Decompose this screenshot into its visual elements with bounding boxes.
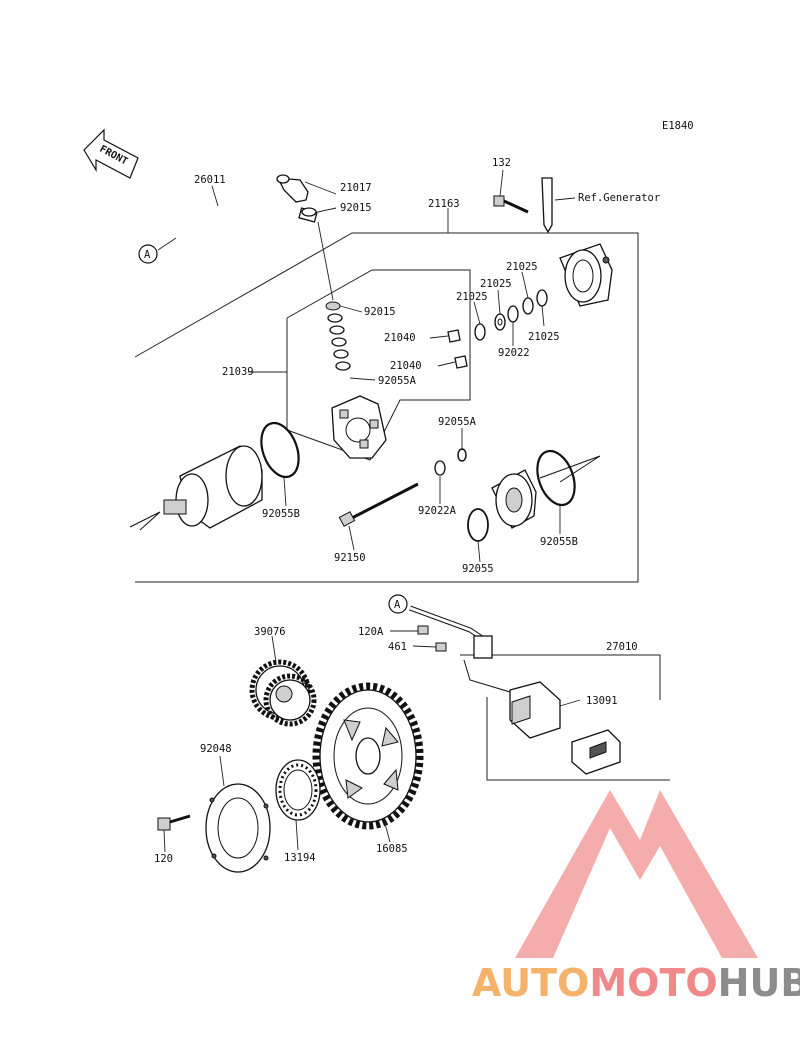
idle-gear bbox=[249, 659, 317, 727]
brushes bbox=[447, 329, 468, 369]
motor-yoke bbox=[129, 445, 263, 531]
callout-92055: 92055 bbox=[462, 563, 494, 575]
logo-auto: AUTO bbox=[472, 961, 589, 1005]
callout-labels: 26011 21017 92015 21163 132 92015 21025 … bbox=[154, 157, 638, 865]
callout-27010: 27010 bbox=[606, 641, 638, 653]
callout-21163: 21163 bbox=[428, 198, 460, 210]
starter-motor-frame bbox=[134, 232, 639, 583]
washer-92022a bbox=[434, 460, 446, 476]
callout-13091: 13091 bbox=[586, 695, 618, 707]
mounting-bolt bbox=[493, 195, 529, 214]
callout-92055B-left: 92055B bbox=[262, 508, 300, 520]
shim-washers bbox=[474, 289, 548, 341]
o-ring-92055 bbox=[467, 508, 489, 542]
starter-clutch-gear bbox=[312, 682, 424, 830]
callout-92055B-right: 92055B bbox=[540, 536, 578, 548]
callout-120A: 120A bbox=[358, 626, 384, 638]
callout-21025-c: 21025 bbox=[456, 291, 488, 303]
callout-92022A: 92022A bbox=[418, 505, 457, 517]
callout-21025-d: 21025 bbox=[528, 331, 560, 343]
callout-132: 132 bbox=[492, 157, 511, 169]
one-way-clutch bbox=[275, 759, 321, 821]
through-bolt bbox=[338, 482, 419, 527]
callout-92015-top: 92015 bbox=[340, 202, 372, 214]
starter-relay bbox=[463, 659, 561, 739]
clutch-flange bbox=[205, 783, 271, 873]
callout-92015-stack: 92015 bbox=[364, 306, 396, 318]
callout-21025-b: 21025 bbox=[480, 278, 512, 290]
connector-a-label-lower: A bbox=[394, 599, 401, 611]
callout-92150: 92150 bbox=[334, 552, 366, 564]
brush-holder bbox=[331, 395, 387, 459]
callout-92022: 92022 bbox=[498, 347, 530, 359]
ref-generator-text: Ref.Generator bbox=[578, 192, 660, 204]
terminal-cap bbox=[276, 174, 317, 217]
o-ring-right bbox=[536, 449, 576, 507]
relay-cover bbox=[571, 729, 621, 775]
front-arrow-icon: FRONT bbox=[83, 128, 139, 179]
o-ring-small bbox=[457, 448, 467, 462]
callout-21040-b: 21040 bbox=[390, 360, 422, 372]
rear-end-cover bbox=[491, 455, 601, 529]
relay-frame bbox=[460, 654, 661, 700]
terminal-hardware-stack bbox=[325, 301, 351, 371]
callout-92055A-top: 92055A bbox=[378, 375, 417, 387]
generator-bracket: Ref.Generator bbox=[541, 177, 660, 234]
callout-21040-a: 21040 bbox=[384, 332, 416, 344]
callout-120: 120 bbox=[154, 853, 173, 865]
callout-92048: 92048 bbox=[200, 743, 232, 755]
callout-461: 461 bbox=[388, 641, 407, 653]
leader-lines bbox=[163, 169, 581, 853]
starter-cable: A bbox=[138, 202, 318, 264]
logo-moto: MOTO bbox=[589, 961, 717, 1005]
connector-a-label: A bbox=[144, 249, 151, 261]
callout-21025-a: 21025 bbox=[506, 261, 538, 273]
callout-13194: 13194 bbox=[284, 852, 316, 864]
diagram-code: E1840 bbox=[662, 120, 694, 132]
callout-21017: 21017 bbox=[340, 182, 372, 194]
callout-16085: 16085 bbox=[376, 843, 408, 855]
flange-bolt bbox=[157, 814, 191, 831]
o-ring-left bbox=[260, 421, 300, 479]
svg-text:AUTOMOTOHUB: AUTOMOTOHUB bbox=[472, 961, 800, 1005]
logo-hub: HUB bbox=[718, 961, 800, 1005]
callout-26011: 26011 bbox=[194, 174, 226, 186]
end-cover bbox=[559, 243, 613, 307]
callout-21039: 21039 bbox=[222, 366, 254, 378]
relay-lead: A bbox=[388, 594, 493, 659]
callout-39076: 39076 bbox=[254, 626, 286, 638]
automotohub-logo: AUTOMOTOHUB bbox=[472, 790, 800, 1005]
connector-a-marker bbox=[138, 244, 158, 264]
callout-92055A-mid: 92055A bbox=[438, 416, 477, 428]
